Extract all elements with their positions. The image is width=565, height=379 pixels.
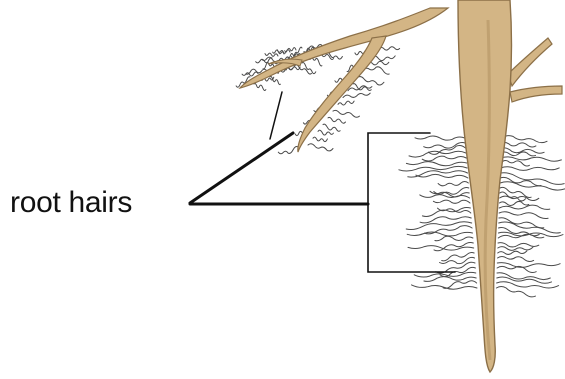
root-hair (373, 56, 395, 61)
root-hair (422, 156, 466, 161)
root-hair (502, 136, 547, 143)
root-hair (497, 273, 550, 280)
root-hair (278, 147, 298, 154)
root-hair (333, 110, 360, 117)
root-hair (438, 208, 471, 213)
root-hair (498, 247, 533, 251)
root-hair (422, 207, 470, 216)
root-hair (438, 182, 468, 186)
root-hair (498, 234, 544, 238)
root-hair (502, 142, 536, 147)
right-lateral-root-2 (510, 86, 562, 102)
root-hair (497, 263, 560, 268)
upper-lateral-root (240, 8, 448, 88)
root-hair (498, 251, 527, 255)
main-taproot (458, 0, 512, 372)
root-hair (498, 257, 534, 262)
root-hair (254, 84, 266, 91)
root-hair (501, 167, 560, 171)
root-hair (270, 76, 280, 84)
root-hair (442, 252, 474, 260)
root-hair (499, 227, 540, 235)
root-hair (285, 48, 296, 52)
root-hair (409, 151, 466, 157)
root-hair (358, 77, 384, 85)
root-hair (416, 174, 468, 178)
leader-line-upper (190, 133, 293, 203)
root-hair (406, 162, 466, 166)
root-hair (323, 124, 340, 131)
root-hair (318, 130, 333, 135)
root-hair (435, 236, 473, 241)
root-hair (499, 218, 544, 228)
root-hair (501, 160, 530, 166)
root-hair (343, 93, 370, 97)
leader-lines (190, 92, 455, 272)
root-hair (313, 137, 327, 141)
root-hair (499, 222, 561, 233)
root-hair (415, 136, 465, 140)
root-hair (497, 266, 536, 272)
root-hair (308, 144, 333, 151)
root-hair (499, 212, 548, 219)
root-hair (443, 281, 477, 289)
root-hairs-label: root hairs (10, 186, 132, 220)
root-hair (310, 58, 322, 66)
right-lateral-root (508, 38, 552, 86)
root-hair (407, 232, 472, 236)
root-hair (302, 63, 316, 74)
root-hair (499, 201, 528, 205)
root-hair (265, 53, 278, 56)
root-hair (363, 67, 389, 74)
root-hair (338, 101, 354, 105)
root-hair (256, 58, 272, 63)
root-hair (496, 287, 535, 297)
root-hair (408, 171, 468, 177)
leader-line-upper-tip (270, 92, 282, 139)
root-hair (498, 243, 539, 247)
bracket (368, 133, 455, 272)
root-hair (277, 50, 290, 54)
branch-root-hairs (236, 45, 400, 154)
root-hair (499, 205, 550, 209)
root-hair (433, 200, 470, 203)
root-hair (501, 157, 561, 161)
root-hair (408, 246, 474, 250)
root-hair (328, 117, 346, 123)
root-hair (420, 195, 470, 198)
root-hair (424, 277, 476, 282)
